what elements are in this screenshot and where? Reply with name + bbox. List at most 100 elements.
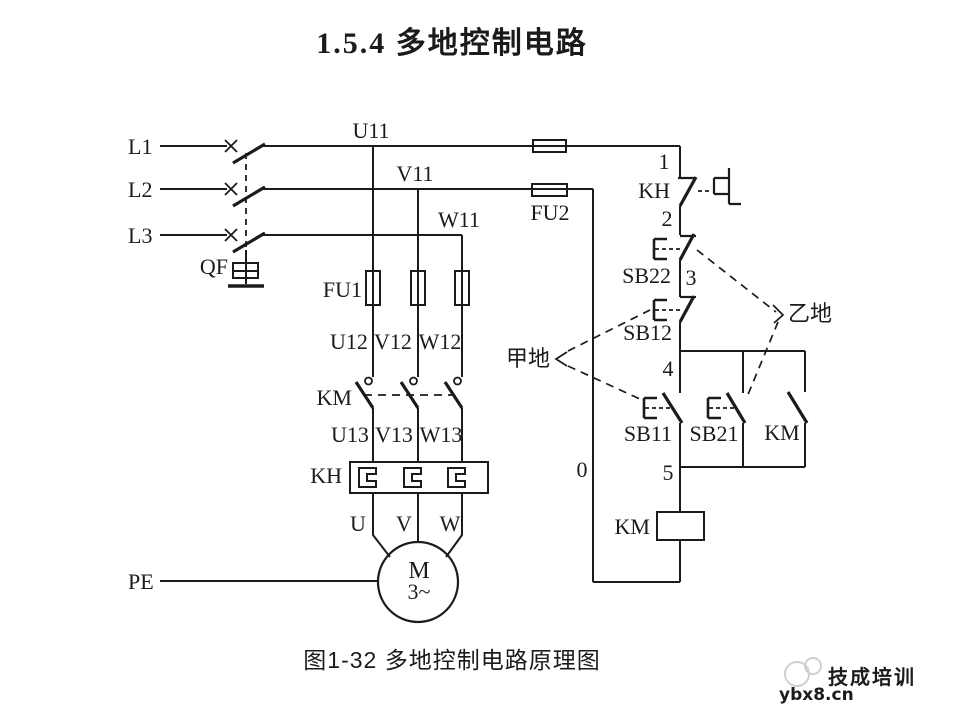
location-b-link-sb22 — [696, 249, 777, 313]
kh-nc-contact — [678, 168, 741, 207]
phase-label-l3: L3 — [128, 223, 152, 248]
sb12-label: SB12 — [623, 320, 672, 345]
location-a-arrow — [554, 351, 568, 367]
pe-label: PE — [128, 569, 154, 594]
wire-label-w13: W13 — [420, 422, 463, 447]
km-aux-blade — [786, 391, 809, 424]
wire-label-v12: V12 — [374, 329, 412, 354]
location-a-link-sb12 — [567, 309, 651, 352]
qf-contact-cross-l2 — [224, 182, 238, 196]
km-main-label: KM — [317, 385, 352, 410]
control-wires — [531, 139, 806, 583]
km-contact-dot-w — [453, 376, 462, 386]
kh-heater-u — [358, 467, 377, 488]
node-label-3: 3 — [686, 265, 697, 290]
km-aux-label: KM — [764, 420, 799, 445]
km-blade-v — [399, 381, 420, 409]
fu2-label: FU2 — [530, 200, 569, 225]
km-blade-w — [443, 381, 464, 409]
node-label-5: 5 — [663, 460, 674, 485]
fu2-fuse-top — [532, 139, 567, 153]
sb22-label: SB22 — [622, 263, 671, 288]
fu1-fuse-symbols — [365, 270, 470, 306]
qf-blade-l2 — [232, 185, 266, 208]
km-blade-u — [354, 381, 375, 409]
location-a-link-sb11 — [567, 365, 643, 401]
qf-contact-cross-l3 — [224, 228, 238, 242]
sb21-button — [706, 392, 747, 424]
sb12-blade — [678, 295, 696, 323]
location-b-arrow — [772, 304, 785, 324]
motor-circle — [376, 540, 460, 624]
terminal-label-w: W — [440, 511, 461, 536]
phase-label-l1: L1 — [128, 134, 152, 159]
phase-label-l2: L2 — [128, 177, 152, 202]
fu1-fuse-w — [454, 270, 470, 306]
sb11-actuator — [642, 396, 657, 420]
watermark: 技成培训 ybx8.cn — [779, 657, 916, 705]
node-label-1: 1 — [659, 149, 670, 174]
qf-contact-cross-l1 — [224, 139, 238, 153]
motor-letter: M — [408, 558, 429, 584]
kh-main-label: KH — [310, 463, 342, 488]
km-contact-dot-v — [409, 376, 418, 386]
sb21-label: SB21 — [690, 421, 739, 446]
wire-label-u13: U13 — [331, 422, 369, 447]
kh-nc-blade — [678, 176, 698, 207]
power-wires — [160, 145, 680, 582]
kh-box — [349, 461, 489, 494]
qf-blade-l1 — [232, 142, 266, 165]
kh-heater-v — [403, 467, 422, 488]
wire-u — [372, 146, 391, 558]
motor-phase: 3~ — [408, 579, 431, 604]
sb21-blade — [725, 392, 747, 424]
sb22-button — [652, 233, 696, 261]
page-title: 1.5.4 多地控制电路 — [316, 27, 588, 60]
sb22-actuator — [652, 237, 667, 261]
sb12-actuator — [652, 298, 667, 322]
km-main-contacts — [354, 376, 464, 409]
breaker-label: QF — [200, 254, 228, 279]
location-links — [554, 249, 785, 401]
wire-label-w12: W12 — [419, 329, 462, 354]
sb12-button — [652, 295, 696, 323]
fu2-fuse-bottom — [531, 183, 568, 197]
kh-heater-w — [447, 467, 466, 488]
figure-caption: 图1-32 多地控制电路原理图 — [303, 647, 600, 673]
qf-blade-l3 — [232, 231, 266, 254]
kh-thermal-symbol — [349, 461, 489, 494]
terminal-label-v: V — [396, 511, 412, 536]
watermark-brand: 技成培训 — [828, 665, 916, 689]
sb11-button — [642, 392, 684, 424]
node-label-2: 2 — [662, 206, 673, 231]
wire-label-v11: V11 — [396, 161, 433, 186]
km-coil-label: KM — [615, 514, 650, 539]
qf-breaker-symbol — [224, 139, 266, 288]
wire-label-u11: U11 — [352, 118, 389, 143]
terminal-label-u: U — [350, 511, 366, 536]
fu1-fuse-v — [410, 270, 426, 306]
location-a-label: 甲地 — [506, 346, 550, 371]
location-b-link-sb21 — [746, 321, 779, 398]
kh-contact-label: KH — [638, 178, 670, 203]
sb11-blade — [661, 392, 684, 424]
node-label-0: 0 — [577, 457, 588, 482]
watermark-logo-icon-2 — [804, 657, 822, 675]
sb22-blade — [678, 233, 696, 261]
wire-label-v13: V13 — [375, 422, 413, 447]
fu1-fuse-u — [365, 270, 381, 306]
node-label-4: 4 — [663, 356, 674, 381]
location-b-label: 乙地 — [788, 301, 832, 326]
km-contact-dot-u — [364, 376, 373, 386]
fu1-label: FU1 — [323, 277, 362, 302]
kh-actuator-symbol — [712, 168, 741, 206]
watermark-site: ybx8.cn — [779, 685, 854, 705]
km-coil-symbol — [656, 511, 705, 541]
wire-label-u12: U12 — [330, 329, 368, 354]
wire-label-w11: W11 — [438, 207, 480, 232]
sb11-label: SB11 — [624, 421, 672, 446]
sb21-actuator — [706, 396, 721, 420]
labels: 1.5.4 多地控制电路 L1 L2 L3 U11 V11 W11 QF FU1… — [128, 27, 832, 673]
